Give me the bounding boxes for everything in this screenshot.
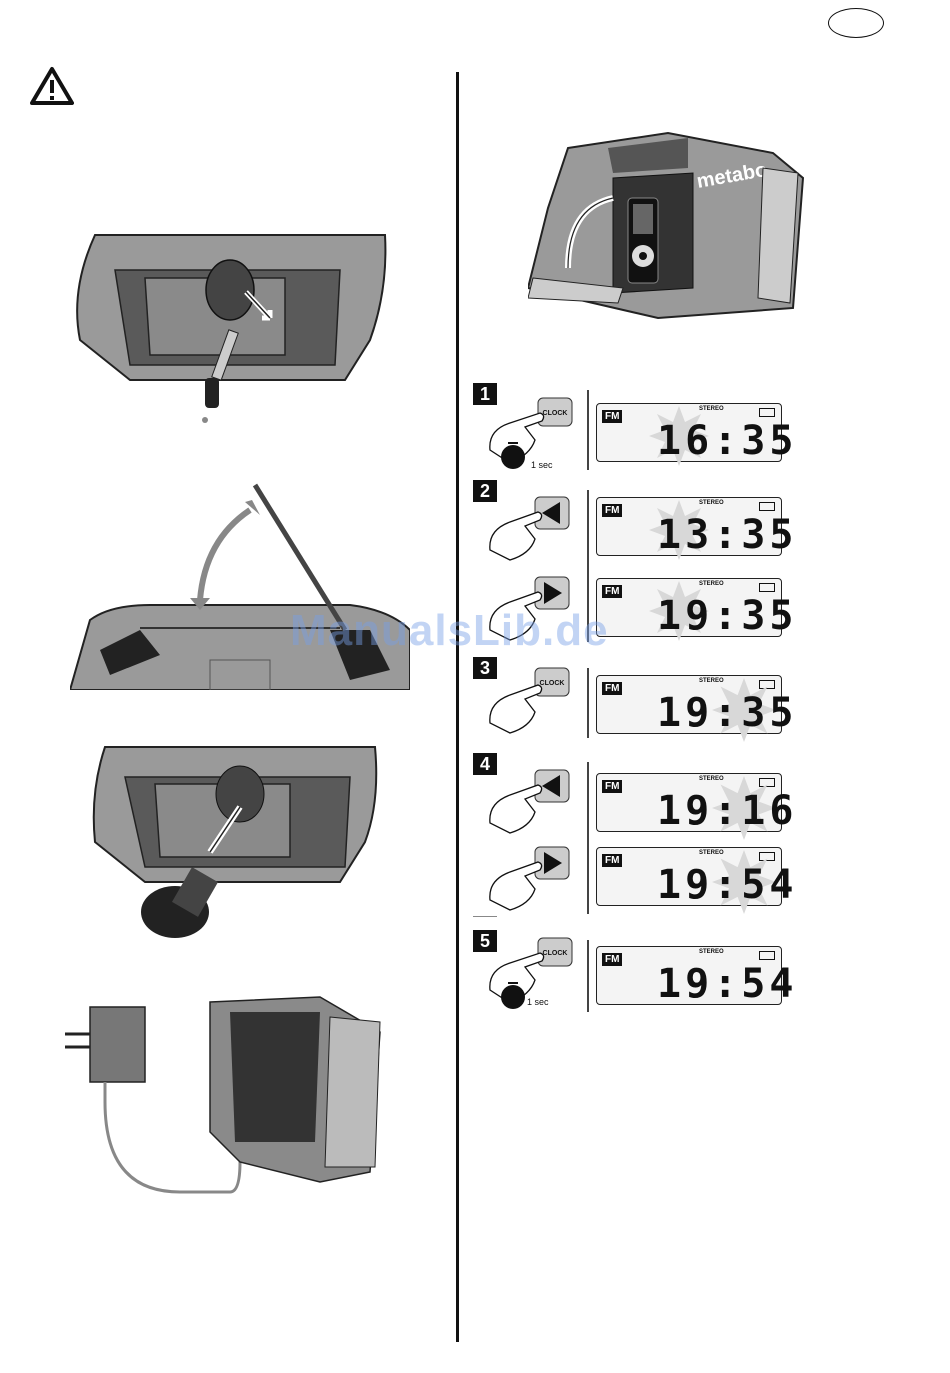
time-display: 13:35 <box>657 512 777 558</box>
band-label: FM <box>602 953 622 966</box>
watermark: ManualsLib.de <box>290 606 609 656</box>
band-label: FM <box>602 780 622 793</box>
battery-icon <box>759 951 775 960</box>
band-label: FM <box>602 585 622 598</box>
lcd-display: FM STEREO 16:35 <box>596 403 782 462</box>
svg-text:CLOCK: CLOCK <box>540 680 565 687</box>
battery-icon <box>759 502 775 511</box>
svg-text:CLOCK: CLOCK <box>543 410 568 417</box>
svg-text:CLOCK: CLOCK <box>543 950 568 957</box>
step-divider <box>587 668 589 738</box>
hand-press-clock-icon: CLOCK <box>480 665 580 735</box>
stereo-label: STEREO <box>699 949 724 955</box>
time-display: 19:54 <box>657 961 777 1007</box>
band-label: FM <box>602 410 622 423</box>
time-display: 19:35 <box>657 593 777 639</box>
lcd-display: FM STEREO 19:54 <box>596 946 782 1005</box>
hand-press-left-icon <box>480 492 580 562</box>
lcd-display: FM STEREO 19:35 <box>596 675 782 734</box>
duration-label: 1 sec <box>531 460 553 470</box>
lcd-display: FM STEREO 19:54 <box>596 847 782 906</box>
language-badge <box>828 8 884 38</box>
hand-press-clock-icon: CLOCK <box>480 395 580 475</box>
power-adapter-illustration <box>60 992 390 1202</box>
step-divider <box>587 390 589 470</box>
hand-press-left-icon <box>480 765 580 837</box>
time-display: 19:16 <box>657 788 777 834</box>
step-divider <box>587 762 589 914</box>
lcd-display: FM STEREO 13:35 <box>596 497 782 556</box>
battery-icon <box>759 408 775 417</box>
knob-illustration <box>90 742 385 942</box>
time-display: 16:35 <box>657 418 777 464</box>
thin-rule <box>473 916 497 917</box>
hand-press-right-icon <box>480 842 580 914</box>
antenna-illustration <box>70 480 410 690</box>
band-label: FM <box>602 682 622 695</box>
band-label: FM <box>602 854 622 867</box>
warning-icon <box>30 66 74 106</box>
battery-icon <box>759 583 775 592</box>
column-divider <box>456 72 459 1342</box>
band-label: FM <box>602 504 622 517</box>
lcd-display: FM STEREO 19:16 <box>596 773 782 832</box>
battery-compartment-illustration <box>70 230 390 430</box>
step-divider <box>587 940 589 1012</box>
duration-label: 1 sec <box>527 997 549 1007</box>
time-display: 19:54 <box>657 862 777 908</box>
time-display: 19:35 <box>657 690 777 736</box>
ipod-dock-illustration: metabo <box>528 128 808 328</box>
lcd-display: FM STEREO 19:35 <box>596 578 782 637</box>
